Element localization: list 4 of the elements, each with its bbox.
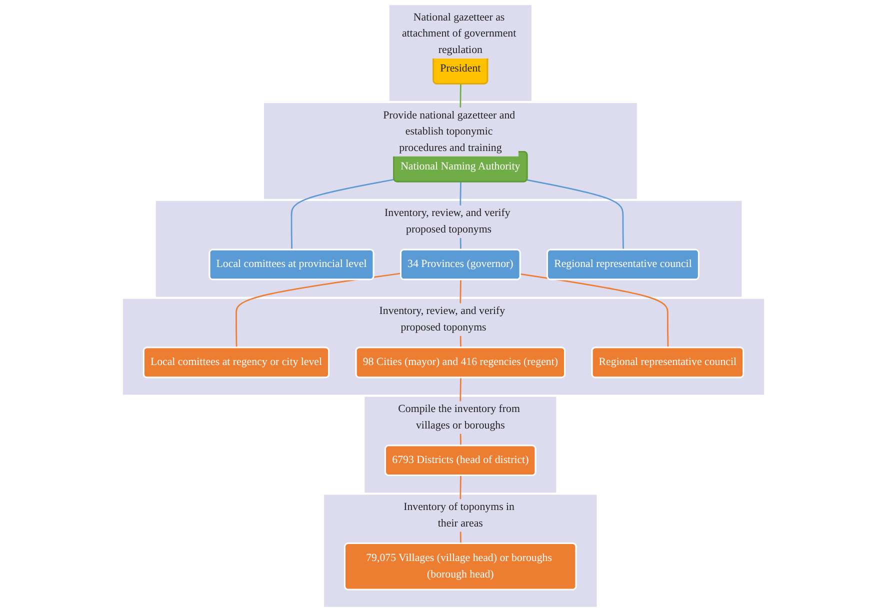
connector [520,273,669,348]
connector [526,179,624,250]
connector [290,178,394,250]
connector [236,272,402,348]
